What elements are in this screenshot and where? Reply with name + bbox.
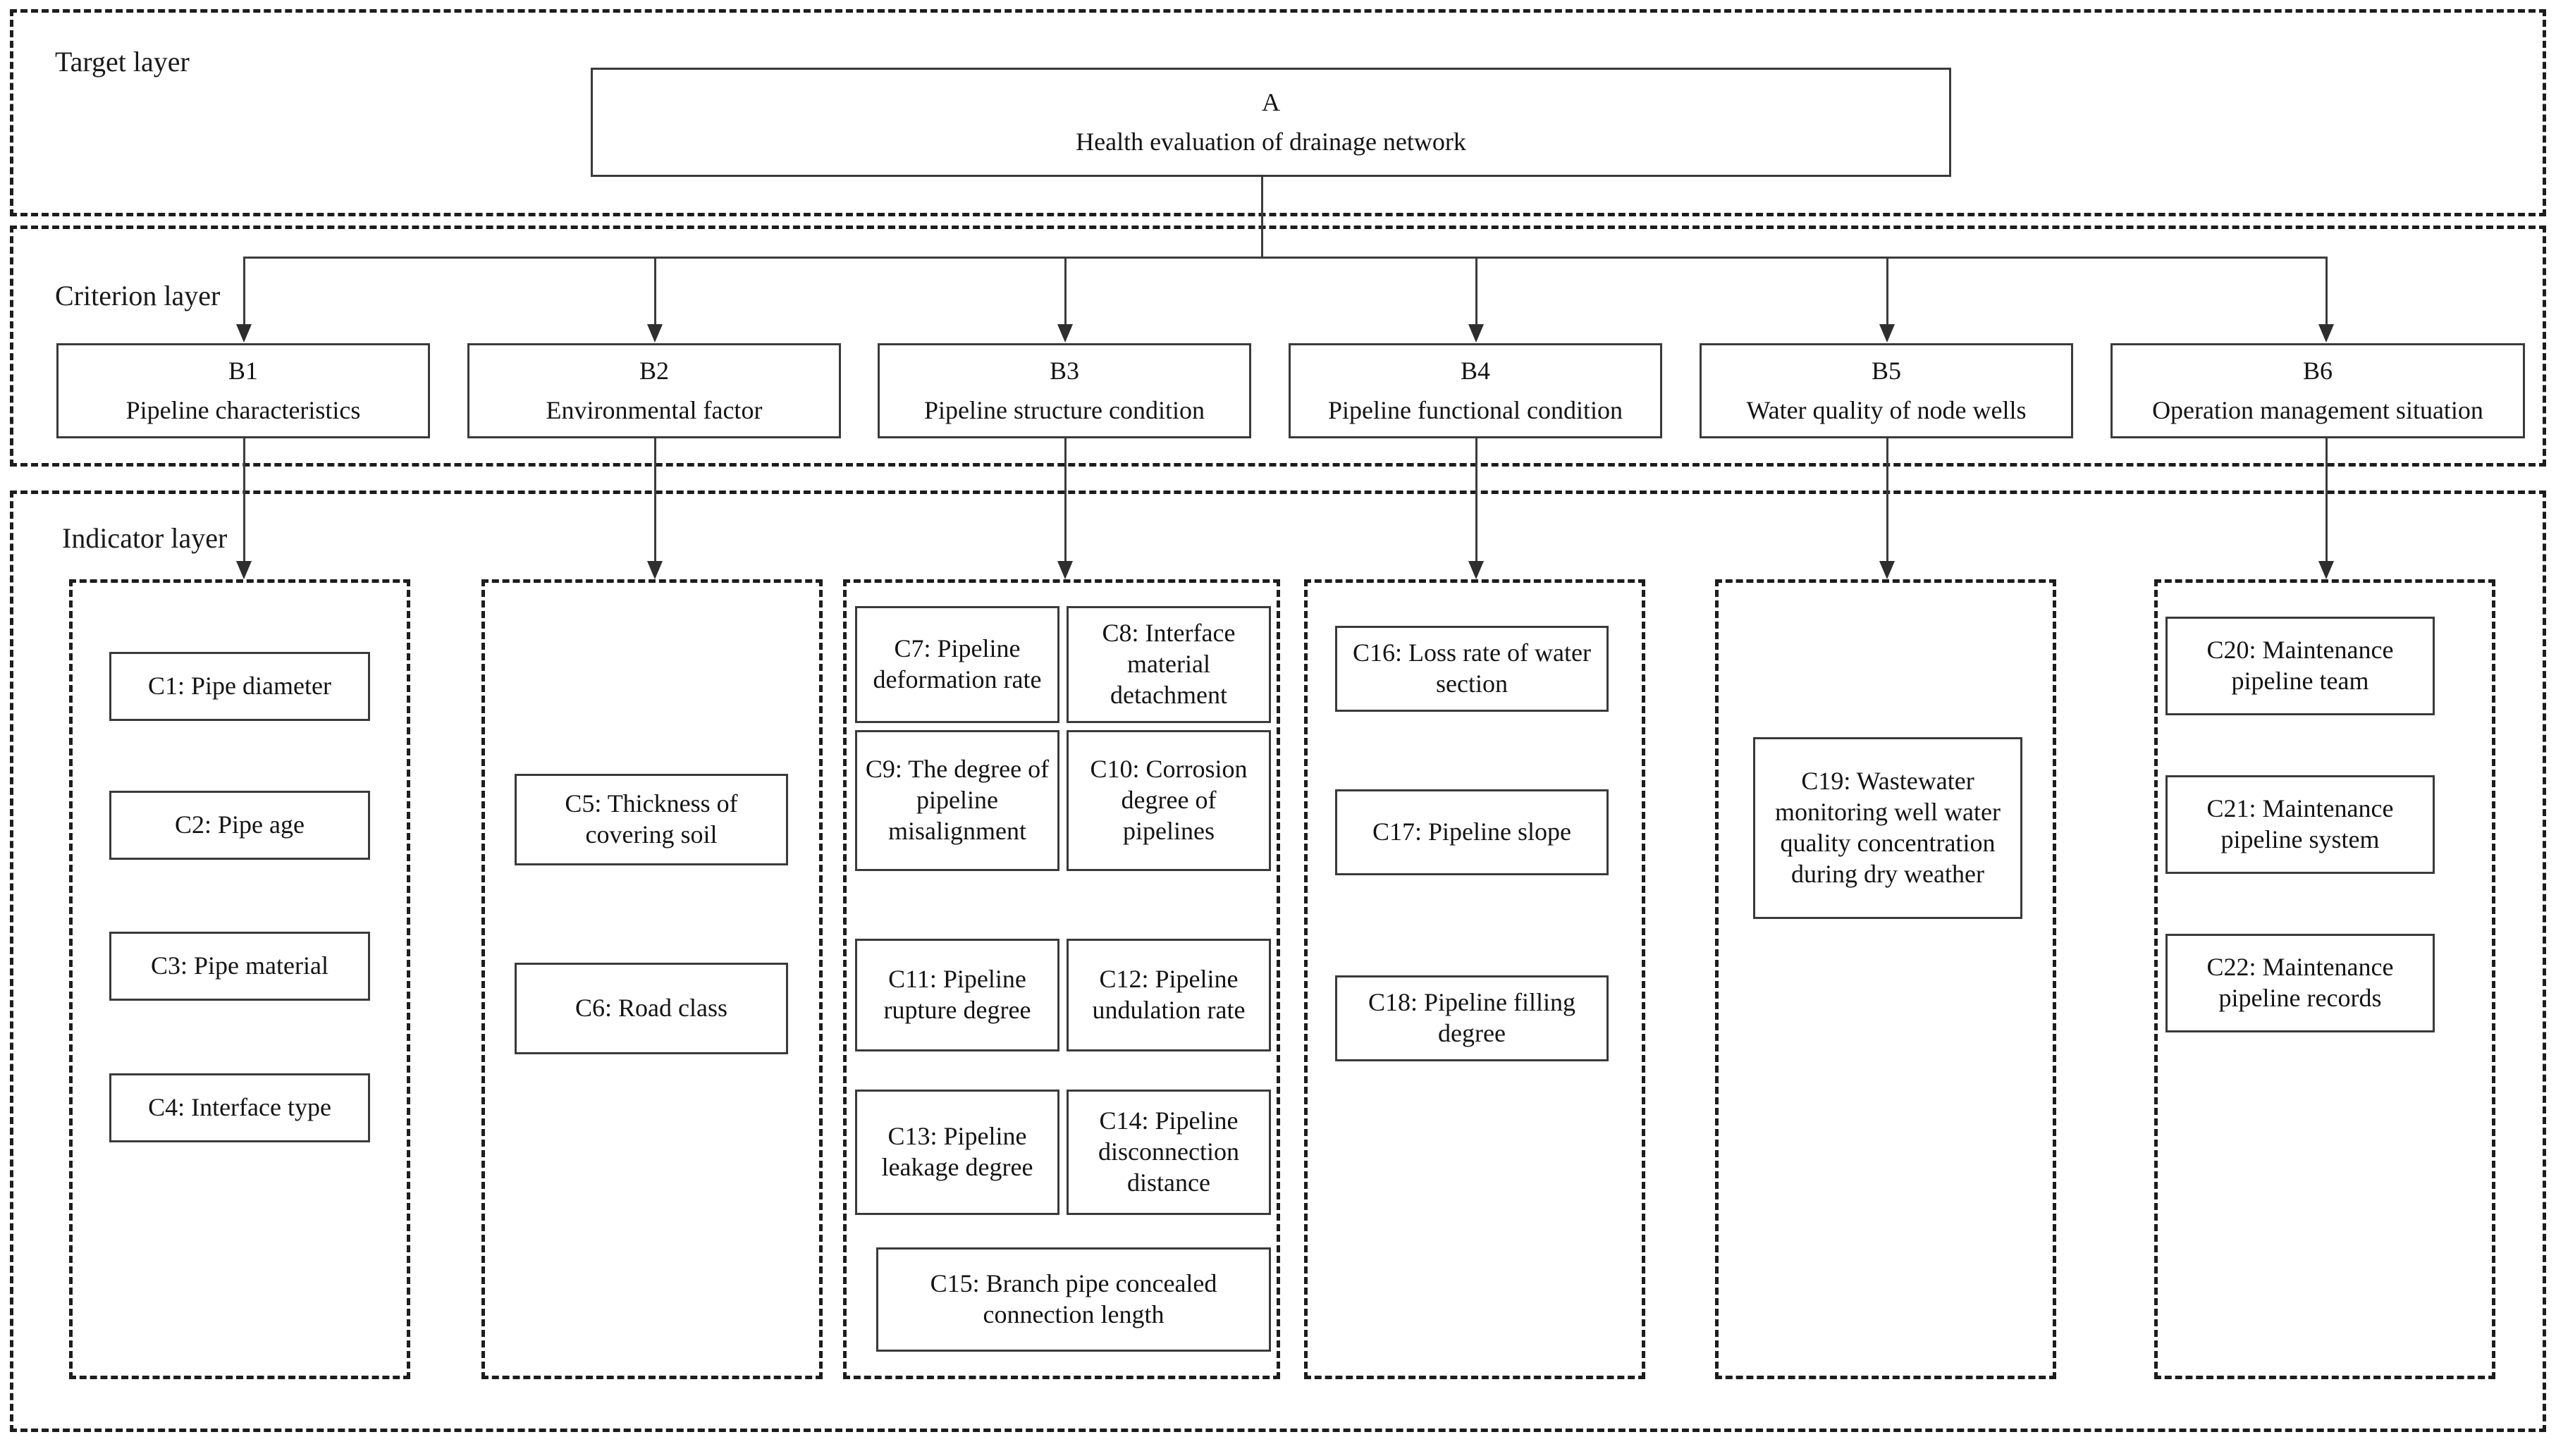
criterion-code-b3: B3 xyxy=(1049,356,1079,385)
indicator-node-c2[interactable]: C2: Pipe age xyxy=(109,791,370,860)
criterion-code-b5: B5 xyxy=(1871,356,1901,385)
arrow-to-group5 xyxy=(1879,561,1895,579)
criterion-code-b2: B2 xyxy=(639,356,669,385)
indicator-node-c17[interactable]: C17: Pipeline slope xyxy=(1335,789,1609,875)
indicator-node-c22[interactable]: C22: Maintenance pipeline records xyxy=(2165,934,2435,1032)
indicator-group-1-container xyxy=(69,579,410,1379)
indicator-node-c13[interactable]: C13: Pipeline leakage degree xyxy=(855,1090,1059,1215)
connector-b4-to-group4 xyxy=(1475,438,1477,569)
connector-b5-to-group5 xyxy=(1886,438,1888,569)
criterion-label-b6: Operation management situation xyxy=(2152,395,2483,424)
criterion-node-b6[interactable]: B6 Operation management situation xyxy=(2110,343,2525,438)
arrow-to-group2 xyxy=(647,561,663,579)
indicator-node-c3[interactable]: C3: Pipe material xyxy=(109,932,370,1001)
connector-criteria-bus xyxy=(243,257,2327,259)
criterion-code-b4: B4 xyxy=(1460,356,1490,385)
connector-drop-b3 xyxy=(1064,257,1067,333)
arrow-to-b4 xyxy=(1468,324,1484,343)
connector-drop-b4 xyxy=(1475,257,1477,333)
indicator-node-c10[interactable]: C10: Corrosion degree of pipelines xyxy=(1067,730,1271,871)
connector-b6-to-group6 xyxy=(2325,438,2328,569)
connector-goal-trunk xyxy=(1261,177,1263,257)
goal-node-label: Health evaluation of drainage network xyxy=(1076,127,1466,156)
indicator-node-c5[interactable]: C5: Thickness of covering soil xyxy=(515,774,788,865)
indicator-node-c18[interactable]: C18: Pipeline filling degree xyxy=(1335,975,1609,1061)
arrow-to-b2 xyxy=(647,324,663,343)
criterion-label-b4: Pipeline functional condition xyxy=(1328,395,1623,424)
indicator-node-c14[interactable]: C14: Pipeline disconnection distance xyxy=(1067,1090,1271,1215)
connector-drop-b6 xyxy=(2325,257,2328,333)
criterion-label-b5: Water quality of node wells xyxy=(1746,395,2027,424)
arrow-to-b3 xyxy=(1057,324,1073,343)
arrow-to-b6 xyxy=(2318,324,2334,343)
criterion-node-b1[interactable]: B1 Pipeline characteristics xyxy=(56,343,430,438)
criterion-layer-label: Criterion layer xyxy=(55,280,221,311)
indicator-node-c19[interactable]: C19: Wastewater monitoring well water qu… xyxy=(1753,737,2022,919)
criterion-label-b3: Pipeline structure condition xyxy=(924,395,1205,424)
criterion-layer-container xyxy=(10,226,2546,467)
connector-b3-to-group3 xyxy=(1064,438,1067,569)
goal-node-A[interactable]: A Health evaluation of drainage network xyxy=(591,68,1951,177)
indicator-node-c7[interactable]: C7: Pipeline deformation rate xyxy=(855,606,1059,723)
indicator-node-c21[interactable]: C21: Maintenance pipeline system xyxy=(2165,775,2435,874)
goal-node-code: A xyxy=(1262,87,1280,116)
arrow-to-group1 xyxy=(236,561,252,579)
criterion-node-b4[interactable]: B4 Pipeline functional condition xyxy=(1289,343,1662,438)
criterion-node-b5[interactable]: B5 Water quality of node wells xyxy=(1700,343,2073,438)
target-layer-label: Target layer xyxy=(55,46,190,78)
indicator-node-c6[interactable]: C6: Road class xyxy=(515,963,788,1054)
connector-drop-b1 xyxy=(243,257,245,333)
target-layer-container xyxy=(10,9,2546,216)
indicator-node-c9[interactable]: C9: The degree of pipeline misalignment xyxy=(855,730,1059,871)
indicator-node-c1[interactable]: C1: Pipe diameter xyxy=(109,652,370,721)
indicator-group-6-container xyxy=(2154,579,2495,1379)
indicator-layer-label: Indicator layer xyxy=(62,522,228,554)
criterion-node-b2[interactable]: B2 Environmental factor xyxy=(467,343,841,438)
criterion-code-b1: B1 xyxy=(228,356,258,385)
connector-drop-b5 xyxy=(1886,257,1888,333)
indicator-node-c12[interactable]: C12: Pipeline undulation rate xyxy=(1067,939,1271,1051)
indicator-group-5-container xyxy=(1715,579,2056,1379)
connector-b2-to-group2 xyxy=(654,438,656,569)
criterion-label-b2: Environmental factor xyxy=(546,395,763,424)
criterion-code-b6: B6 xyxy=(2302,356,2333,385)
indicator-node-c4[interactable]: C4: Interface type xyxy=(109,1073,370,1142)
connector-drop-b2 xyxy=(654,257,656,333)
indicator-node-c8[interactable]: C8: Interface material detachment xyxy=(1067,606,1271,723)
arrow-to-b5 xyxy=(1879,324,1895,343)
indicator-layer-container xyxy=(10,491,2546,1432)
criterion-node-b3[interactable]: B3 Pipeline structure condition xyxy=(878,343,1251,438)
criterion-label-b1: Pipeline characteristics xyxy=(125,395,361,424)
indicator-group-2-container xyxy=(481,579,823,1379)
arrow-to-b1 xyxy=(236,324,252,343)
arrow-to-group3 xyxy=(1057,561,1073,579)
arrow-to-group4 xyxy=(1468,561,1484,579)
indicator-group-4-container xyxy=(1304,579,1645,1379)
arrow-to-group6 xyxy=(2318,561,2334,579)
indicator-node-c16[interactable]: C16: Loss rate of water section xyxy=(1335,626,1609,712)
connector-b1-to-group1 xyxy=(243,438,245,569)
indicator-node-c15[interactable]: C15: Branch pipe concealed connection le… xyxy=(876,1247,1271,1352)
indicator-node-c11[interactable]: C11: Pipeline rupture degree xyxy=(855,939,1059,1051)
indicator-node-c20[interactable]: C20: Maintenance pipeline team xyxy=(2165,617,2435,715)
indicator-group-3-container xyxy=(843,579,1280,1379)
